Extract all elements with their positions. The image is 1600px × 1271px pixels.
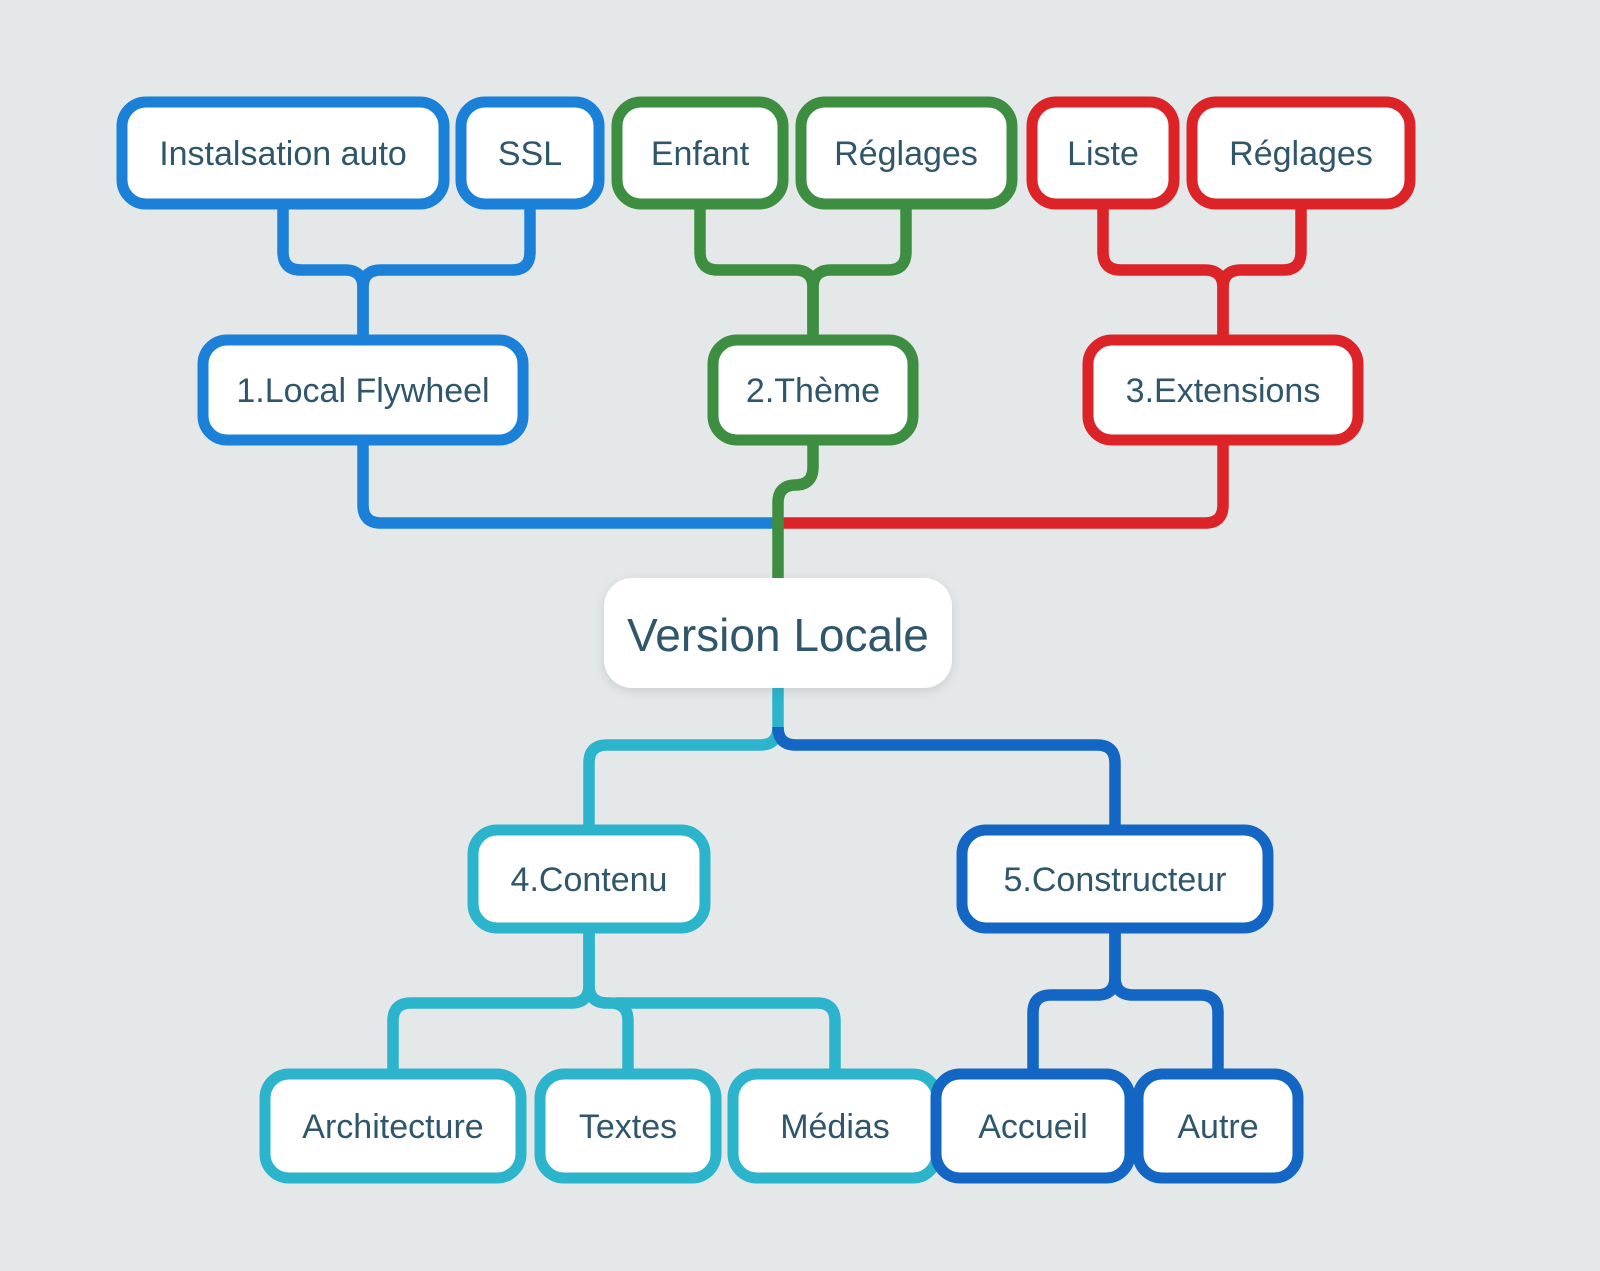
node-architecture[interactable]: Architecture: [259, 1068, 527, 1184]
node-liste-box: [1026, 96, 1180, 210]
node-ssl-box: [455, 96, 605, 210]
node-constructeur-box: [956, 824, 1274, 934]
node-accueil-box: [930, 1068, 1136, 1184]
node-constructeur[interactable]: 5.Constructeur: [956, 824, 1274, 934]
node-version-locale[interactable]: Version Locale: [604, 578, 952, 688]
node-reglages-theme-box: [795, 96, 1018, 210]
node-reglages-theme[interactable]: Réglages: [795, 96, 1018, 210]
connector-contenu-medias: [615, 997, 841, 1076]
node-installation[interactable]: Instalsation auto: [116, 96, 450, 210]
node-ssl[interactable]: SSL: [455, 96, 605, 210]
connector-extensions-root: [783, 438, 1229, 529]
node-extensions[interactable]: 3.Extensions: [1082, 334, 1364, 446]
node-reglages-extensions[interactable]: Réglages: [1186, 96, 1416, 210]
connector-constructeur-autre: [1109, 930, 1224, 1076]
node-version-locale-label: Version Locale: [627, 609, 929, 661]
node-textes-box: [534, 1068, 722, 1184]
connector-root-constructeur: [772, 726, 1121, 832]
connector-root-contenu: [583, 686, 784, 832]
node-enfant-label: Enfant: [651, 135, 750, 173]
node-textes[interactable]: Textes: [534, 1068, 722, 1184]
node-autre-box: [1132, 1068, 1304, 1184]
node-accueil[interactable]: Accueil: [930, 1068, 1136, 1184]
connector-constructeur-accueil: [1027, 930, 1121, 1076]
node-liste-label: Liste: [1067, 135, 1139, 173]
node-local-flywheel[interactable]: 1.Local Flywheel: [197, 334, 529, 446]
node-reglages-theme-label: Réglages: [834, 135, 978, 173]
connector-reglages-theme: [807, 204, 912, 342]
connector-liste: [1097, 204, 1229, 342]
node-contenu[interactable]: 4.Contenu: [467, 824, 711, 934]
node-medias[interactable]: Médias: [727, 1068, 943, 1184]
node-theme-label: 2.Thème: [746, 372, 880, 410]
node-installation-label: Instalsation auto: [159, 135, 407, 173]
node-local-flywheel-label: 1.Local Flywheel: [236, 372, 489, 410]
node-theme-box: [707, 334, 919, 446]
connector-reglages-extensions: [1217, 204, 1307, 342]
node-local-flywheel-box: [197, 334, 529, 446]
node-reglages-extensions-box: [1186, 96, 1416, 210]
node-liste[interactable]: Liste: [1026, 96, 1180, 210]
node-version-locale-box: [604, 578, 952, 688]
connector-enfant: [694, 204, 819, 342]
connector-contenu-textes: [583, 930, 634, 1076]
connector-flywheel-root: [357, 438, 773, 529]
connector-theme-root: [772, 436, 819, 582]
node-autre-label: Autre: [1177, 1108, 1258, 1146]
node-architecture-label: Architecture: [302, 1108, 483, 1146]
node-medias-label: Médias: [780, 1108, 890, 1146]
node-contenu-label: 4.Contenu: [511, 861, 668, 899]
node-architecture-box: [259, 1068, 527, 1184]
connector-contenu-architecture: [387, 930, 595, 1076]
node-extensions-label: 3.Extensions: [1126, 372, 1321, 410]
node-installation-box: [116, 96, 450, 210]
node-contenu-box: [467, 824, 711, 934]
node-reglages-extensions-label: Réglages: [1229, 135, 1373, 173]
node-theme[interactable]: 2.Thème: [707, 334, 919, 446]
node-constructeur-label: 5.Constructeur: [1004, 861, 1227, 899]
node-textes-label: Textes: [579, 1108, 677, 1146]
node-ssl-label: SSL: [498, 135, 562, 173]
node-enfant-box: [611, 96, 789, 210]
node-autre[interactable]: Autre: [1132, 1068, 1304, 1184]
node-enfant[interactable]: Enfant: [611, 96, 789, 210]
connector-installation: [277, 204, 369, 342]
connector-ssl: [357, 204, 536, 342]
node-accueil-label: Accueil: [978, 1108, 1088, 1146]
node-extensions-box: [1082, 334, 1364, 446]
